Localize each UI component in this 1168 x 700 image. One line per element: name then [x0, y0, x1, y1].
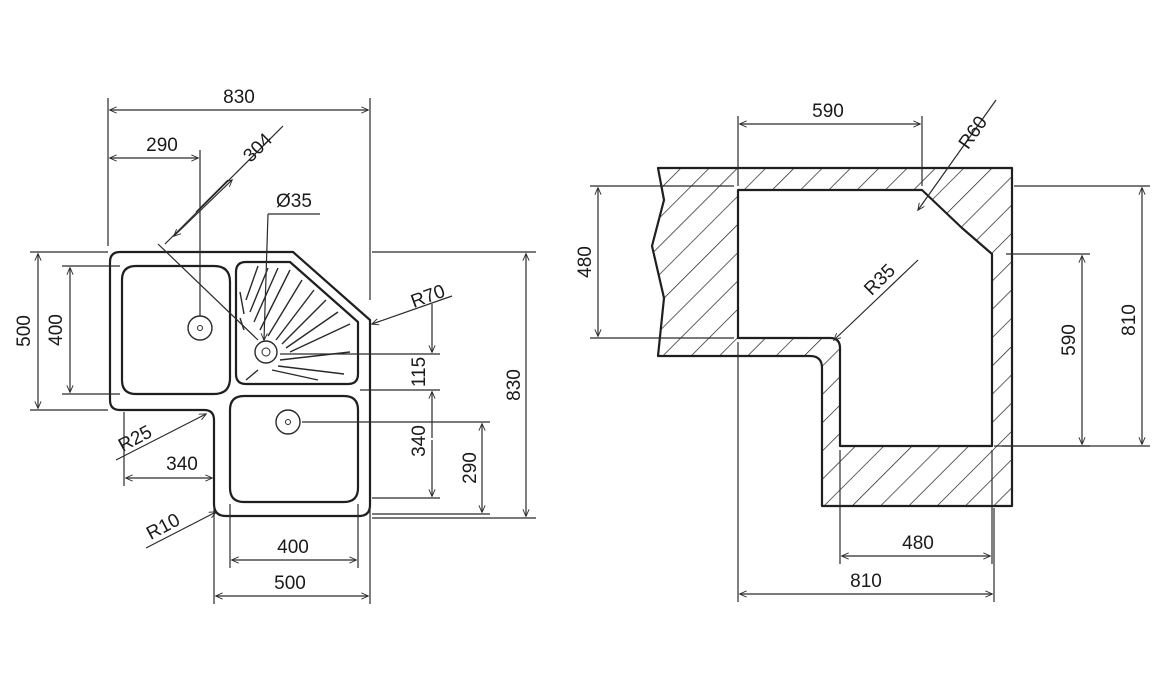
- bottom-drain: [275, 409, 301, 435]
- cutout-hatched-area: [650, 166, 1014, 508]
- cutout-dimensions: 590 R60 480 R35 590 810 480 810: [575, 99, 1150, 602]
- dim-810-right: 810: [1119, 304, 1140, 336]
- dim-290-right: 290: [460, 452, 481, 484]
- dim-304: 304: [239, 129, 277, 167]
- bottom-bowl: [228, 394, 360, 504]
- dim-830-top: 830: [223, 87, 255, 108]
- dim-810-bottom: 810: [850, 571, 882, 592]
- dim-r70: R70: [408, 281, 448, 313]
- dim-830-right: 830: [504, 369, 525, 401]
- dim-590-top: 590: [812, 101, 844, 122]
- left-drain: [187, 315, 213, 341]
- dim-r35: R35: [860, 260, 899, 299]
- dim-diameter-35: Ø35: [276, 191, 312, 212]
- drainer-drain: [254, 340, 278, 364]
- dim-r60: R60: [955, 113, 992, 154]
- dim-290-top: 290: [146, 135, 178, 156]
- dim-115: 115: [409, 357, 430, 387]
- sink-plan-view: [108, 250, 372, 518]
- dim-r25: R25: [115, 422, 156, 457]
- left-bowl: [120, 264, 232, 396]
- dim-480-bottom: 480: [902, 533, 934, 554]
- dim-340-horizontal: 340: [166, 454, 198, 475]
- dim-400-left: 400: [46, 314, 67, 346]
- drainer-board: [234, 260, 360, 386]
- drainer-ribs: [239, 265, 351, 381]
- dim-340-vertical: 340: [409, 425, 430, 457]
- cutout-plan-view: [650, 166, 1014, 508]
- dim-500-bottom: 500: [274, 573, 306, 594]
- sink-outline: [108, 250, 372, 518]
- dim-500-left: 500: [14, 315, 35, 347]
- dim-400-bottom: 400: [277, 537, 309, 558]
- dim-590-right: 590: [1059, 324, 1080, 356]
- dim-480-left: 480: [575, 246, 596, 278]
- sink-dimensions: 830 290 304 Ø35 500 400 R70 115: [14, 87, 536, 604]
